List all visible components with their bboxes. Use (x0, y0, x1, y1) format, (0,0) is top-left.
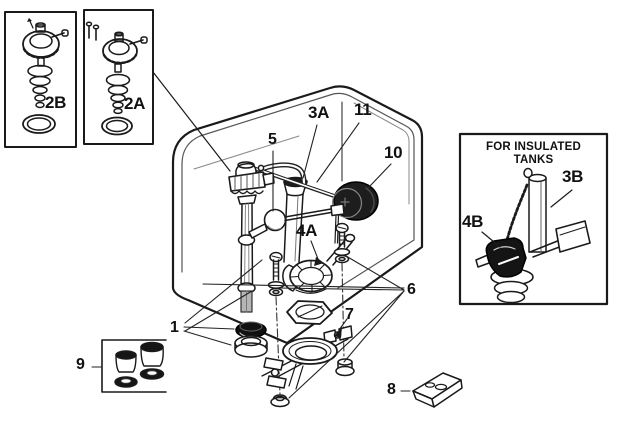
box-leader-line (152, 71, 231, 172)
tank-bolt-right (333, 222, 351, 264)
part-box-2b (4, 11, 77, 148)
valve-cap-exploded-2b (22, 18, 69, 134)
insulated-tanks-title: FOR INSULATED TANKS (462, 141, 605, 167)
spud-gasket-coupling (261, 325, 353, 390)
shim-wedge (412, 372, 463, 408)
hex-locknut (286, 300, 333, 325)
bolt-hex-nut (335, 358, 355, 377)
cone-washer-kit (101, 339, 167, 393)
fill-valve (228, 161, 275, 358)
callout-5: 5 (268, 131, 277, 148)
mounting-screws (85, 21, 100, 41)
bolt-cap-nut (270, 394, 290, 408)
callout-10: 10 (384, 143, 403, 162)
callout-3a: 3A (308, 103, 330, 122)
cone-washer-large (139, 341, 165, 380)
callout-4b: 4B (462, 212, 484, 231)
insulated-tanks-title-line1: FOR INSULATED (485, 141, 582, 153)
flush-valve-insulated (475, 167, 591, 304)
callout-8: 8 (387, 381, 396, 398)
callout-6: 6 (407, 281, 416, 298)
callout-9: 9 (76, 356, 85, 373)
callout-7: 7 (345, 306, 354, 323)
overflow-tube (283, 176, 308, 263)
refill-tube (255, 162, 307, 187)
wing-nut-lower (263, 357, 287, 389)
fill-valve-head (228, 161, 275, 205)
insulated-tank-box (458, 132, 609, 306)
leader-4b (481, 231, 501, 248)
callout-3b: 3B (562, 167, 584, 186)
cone-washer-small (114, 350, 138, 388)
valve-cap-exploded-2a (101, 31, 148, 136)
part-box-2a (83, 9, 154, 145)
callout-2b: 2B (45, 93, 67, 112)
float-ball (331, 181, 379, 221)
callout-2a: 2A (124, 94, 146, 113)
shank-locknut (234, 335, 268, 358)
cone-washer (235, 321, 267, 339)
tank-outline (171, 85, 424, 345)
callout-1: 1 (170, 319, 179, 336)
leader-lines (91, 122, 411, 399)
callout-11: 11 (354, 100, 372, 119)
tank-bolt-left (267, 251, 285, 297)
float-cup-lever (248, 203, 345, 244)
insulated-tanks-title-line2: TANKS (513, 154, 554, 166)
leader-3b (550, 189, 573, 208)
callout-4a: 4A (296, 221, 318, 240)
